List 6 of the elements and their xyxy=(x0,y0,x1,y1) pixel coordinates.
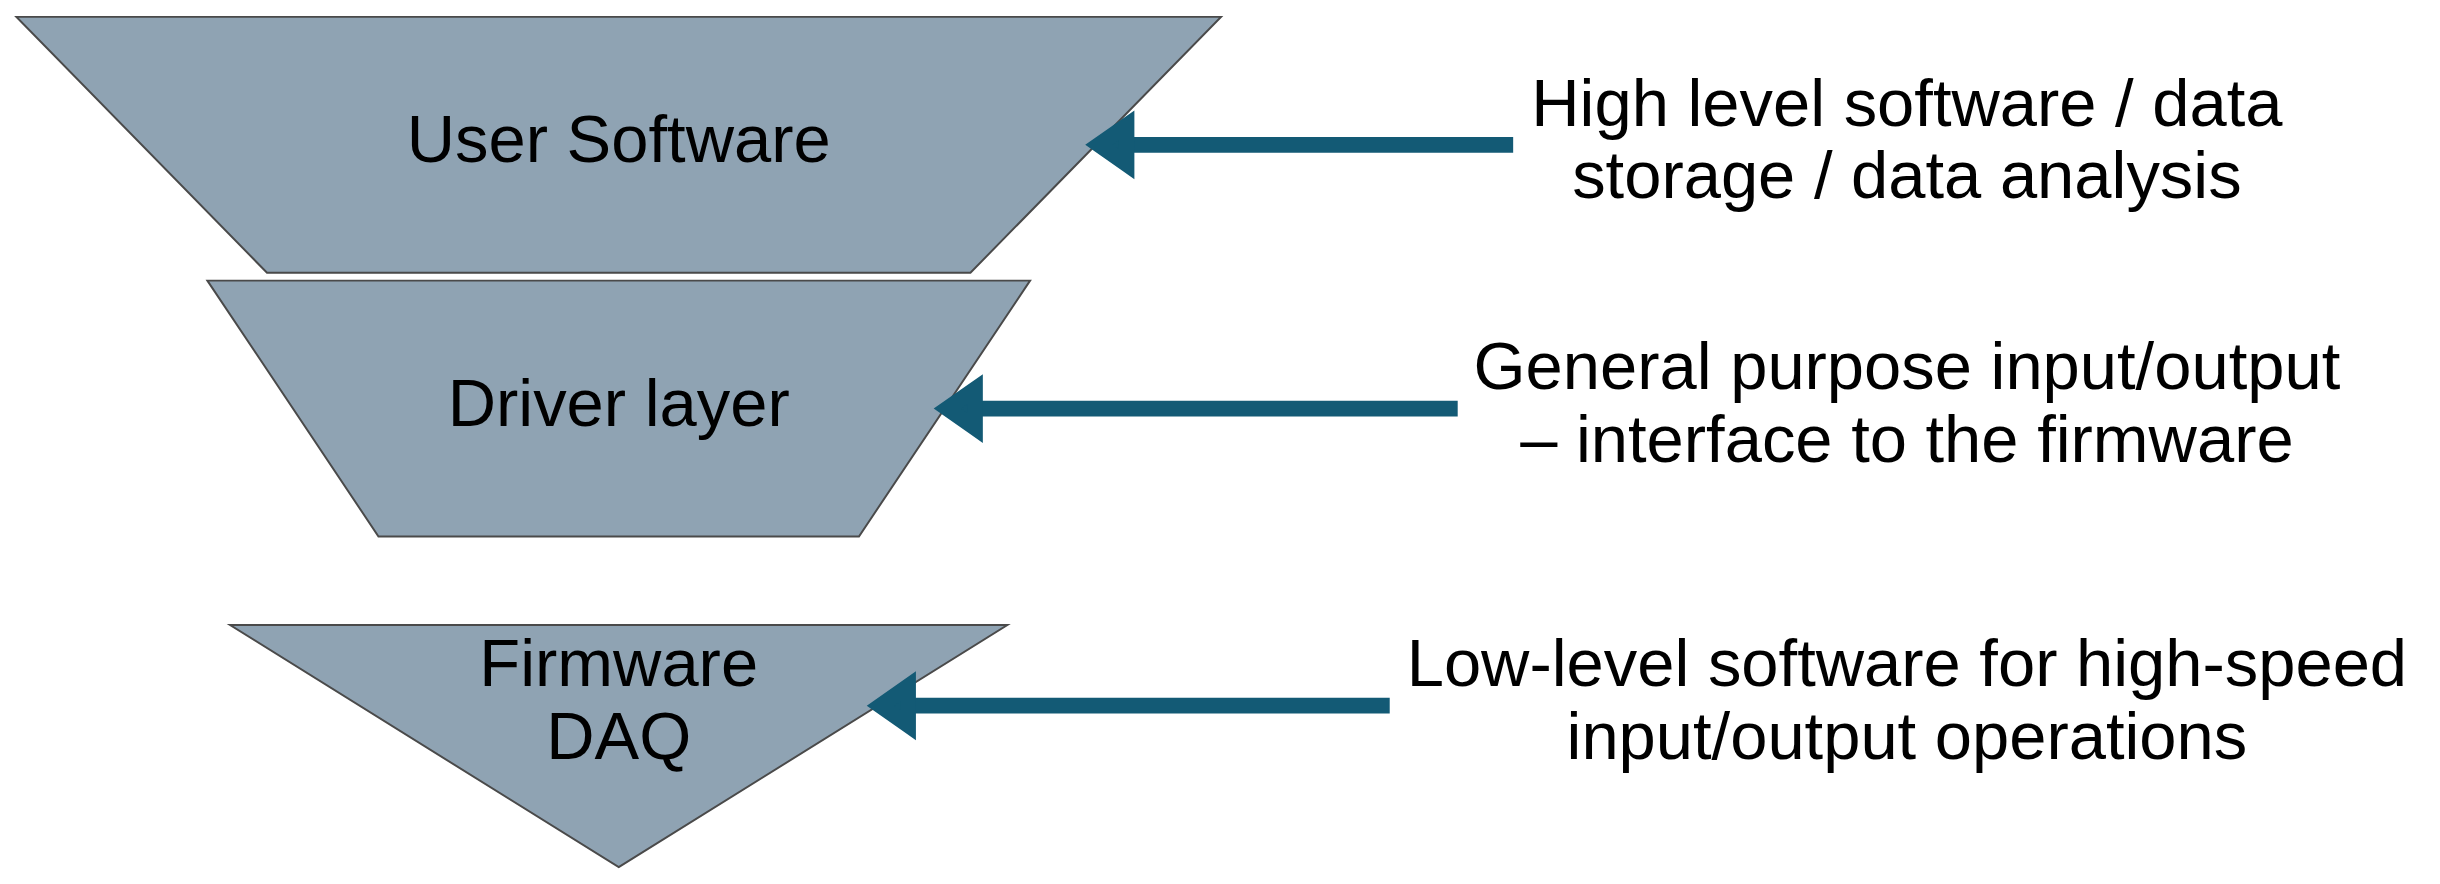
node-text: High level software / data storage / data analysis xyxy=(1531,64,2283,213)
node-text: Low-level software for high-speed input/output operations xyxy=(1406,625,2408,774)
arrow xyxy=(866,671,1390,741)
arrow xyxy=(1085,110,1514,180)
node-text: General purpose input/output – interface to the firmware xyxy=(1473,328,2341,477)
arrow xyxy=(933,374,1458,443)
